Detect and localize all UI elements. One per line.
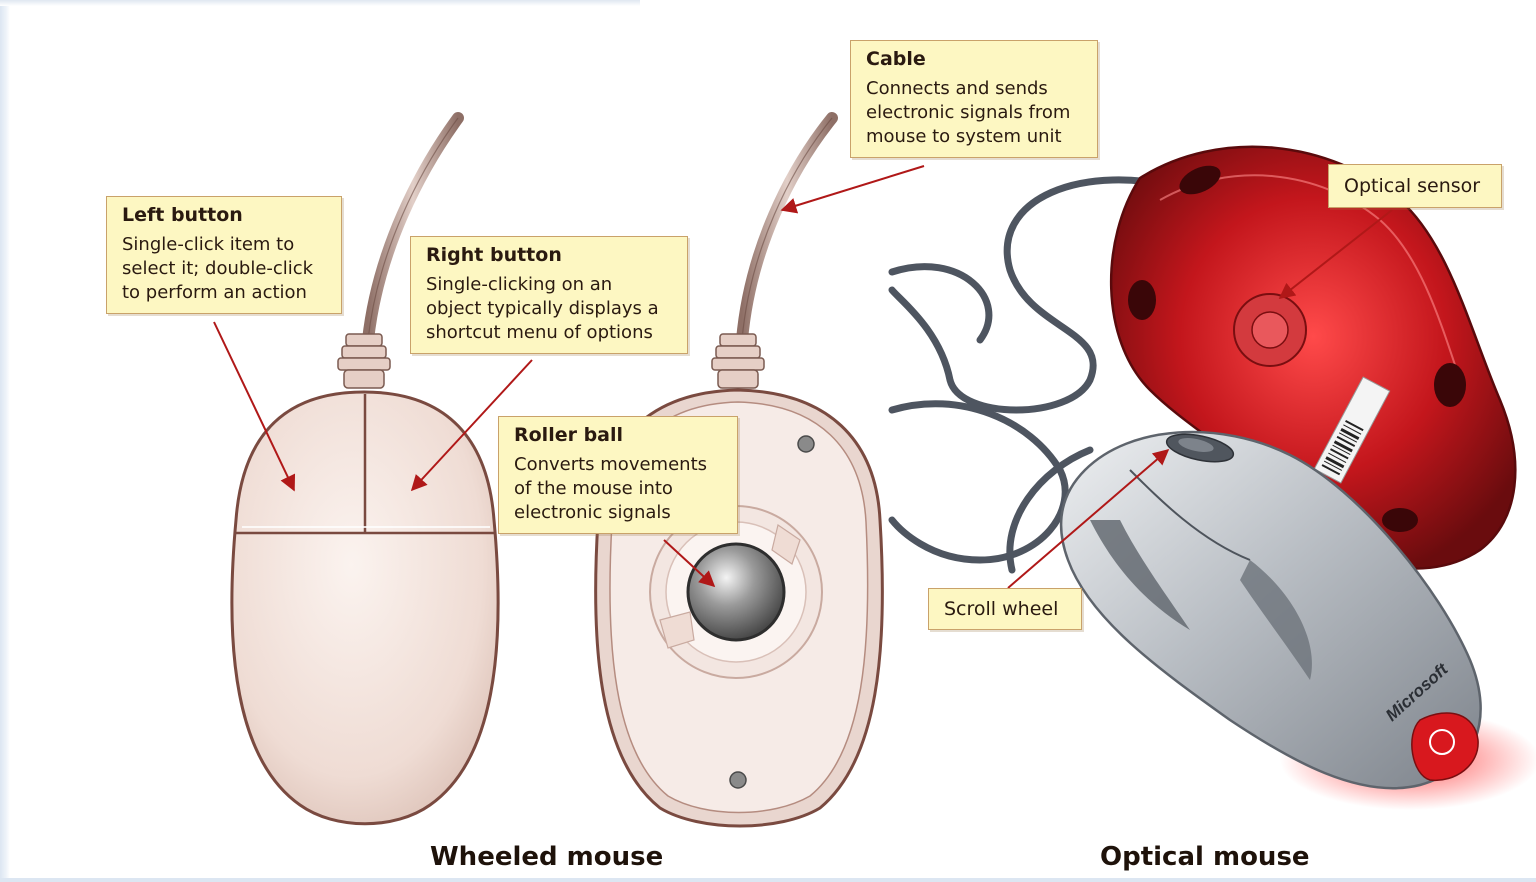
callout-title: Cable: [866, 47, 1082, 71]
callout-scroll-wheel: Scroll wheel: [928, 588, 1082, 630]
callout-description: Single-clicking on an object typically d…: [426, 273, 672, 345]
callout-optical-sensor: Optical sensor: [1328, 164, 1502, 208]
callout-title: Right button: [426, 243, 672, 267]
callout-cable: Cable Connects and sends electronic sign…: [850, 40, 1098, 158]
callout-title: Optical sensor: [1344, 174, 1486, 198]
callout-title: Roller ball: [514, 423, 722, 447]
callout-description: Single-click item to select it; double-c…: [122, 233, 326, 305]
callout-description: Connects and sends electronic signals fr…: [866, 77, 1082, 149]
callout-title: Scroll wheel: [944, 597, 1066, 621]
caption-optical-mouse: Optical mouse: [1100, 842, 1310, 872]
caption-wheeled-mouse: Wheeled mouse: [430, 842, 663, 872]
callout-left-button: Left button Single-click item to select …: [106, 196, 342, 314]
optical-mouse: Microsoft: [892, 147, 1536, 810]
arrow-cable: [782, 166, 924, 210]
callout-roller-ball: Roller ball Converts movements of the mo…: [498, 416, 738, 534]
callout-title: Left button: [122, 203, 326, 227]
callout-description: Converts movements of the mouse into ele…: [514, 453, 722, 525]
callout-right-button: Right button Single-clicking on an objec…: [410, 236, 688, 354]
